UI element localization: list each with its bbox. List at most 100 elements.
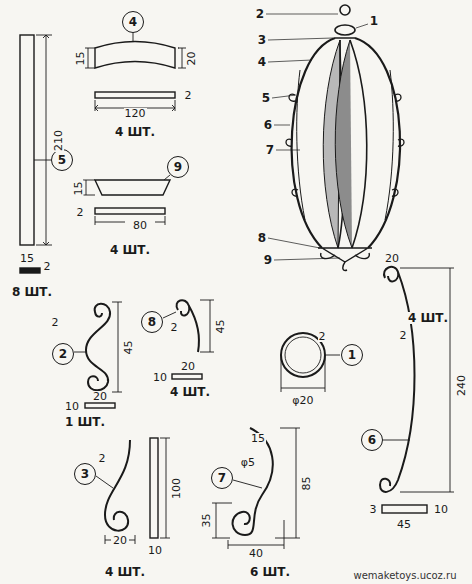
hook-scroll: [177, 300, 199, 352]
section: [382, 505, 427, 513]
callout-circle: 9: [167, 156, 189, 178]
callout-number: 1: [348, 349, 356, 361]
leader-line: [233, 480, 262, 488]
dimension: 45: [123, 339, 134, 355]
callout-number: 6: [368, 434, 376, 446]
leader-line: [383, 440, 410, 441]
scroll: [233, 428, 273, 535]
dimension: 2: [318, 331, 327, 342]
callout-number: 1: [369, 15, 379, 27]
dimension: 80: [132, 220, 148, 231]
dimension: 2: [51, 317, 60, 328]
dimension-line: [400, 268, 454, 492]
dimension-line: [95, 216, 165, 225]
dimension: 2: [76, 207, 85, 218]
dimension: 10: [433, 504, 449, 515]
quantity-label: 4 ШТ.: [169, 386, 211, 398]
callout-circle: 7: [211, 467, 233, 489]
dimension-line: [212, 503, 232, 538]
dimension: 10: [64, 401, 80, 412]
dimension: φ20: [291, 395, 314, 406]
callout-number: 7: [218, 472, 226, 484]
dimension-line: [112, 302, 122, 392]
ring: [285, 337, 321, 373]
dimension: 45: [215, 318, 226, 334]
callout-circle: 5: [51, 149, 73, 171]
leader-line: [96, 476, 113, 488]
callout-number: 6: [263, 119, 273, 131]
long-scroll: [380, 267, 415, 492]
dimension-line: [85, 48, 186, 68]
quantity-label: 4 ШТ.: [114, 126, 156, 138]
plate-view: [95, 208, 165, 214]
leader-line: [133, 33, 134, 41]
callout-number: 5: [261, 92, 271, 104]
callout-number: 8: [257, 232, 267, 244]
callout-circle: 4: [122, 11, 144, 33]
dimension: 15: [73, 180, 84, 196]
callout-number: 9: [174, 161, 182, 173]
dimension: 100: [171, 477, 182, 500]
dimension: 40: [248, 548, 264, 559]
arc-plate: [95, 42, 175, 69]
dimension-line: [281, 355, 325, 392]
callout-circle: 8: [141, 311, 163, 333]
dimension: 120: [124, 108, 147, 119]
quantity-label: 4 ШТ.: [104, 566, 146, 578]
section: [85, 403, 115, 408]
leader-line: [34, 160, 51, 161]
s-scroll: [86, 304, 110, 391]
strip-part: [20, 35, 34, 245]
quantity-label: 6 ШТ.: [249, 566, 291, 578]
dimension: 210: [53, 129, 64, 152]
callout-circle: 6: [361, 429, 383, 451]
lantern-assembly: [266, 5, 404, 271]
dimension: φ5: [240, 457, 256, 468]
dimension: 240: [456, 374, 467, 397]
dimension: 20: [180, 361, 196, 372]
callout-number: 3: [81, 468, 89, 480]
dimension: 45: [396, 519, 412, 530]
callout-number: 7: [265, 144, 275, 156]
plate-view: [95, 92, 175, 98]
dimension: 2: [98, 453, 107, 464]
section: [20, 268, 40, 273]
leader-line: [326, 355, 340, 356]
callout-number: 2: [59, 348, 67, 360]
quantity-label: 4 ШТ.: [109, 244, 151, 256]
leader-line: [74, 352, 86, 353]
dimension-line: [83, 180, 95, 195]
dimension-line: [228, 520, 284, 549]
dimension: 15: [19, 253, 35, 264]
dimension: 85: [301, 475, 312, 491]
watermark: wemaketoys.ucoz.ru: [353, 571, 458, 581]
strip-view: [150, 438, 158, 538]
dimension: 10: [147, 545, 163, 556]
dimension: 20: [384, 253, 400, 264]
callout-circle: 1: [341, 344, 363, 366]
section: [172, 374, 202, 379]
callout-number: 9: [263, 254, 273, 266]
dimension: 15: [75, 50, 86, 66]
dimension-line: [275, 428, 300, 538]
callout-circle: 3: [74, 463, 96, 485]
dimension-line: [160, 438, 170, 538]
dimension: 2: [43, 261, 52, 272]
leader-line: [163, 312, 176, 318]
dimension: 2: [399, 330, 408, 341]
dimension: 3: [369, 504, 378, 515]
dimension: 20: [92, 391, 108, 402]
dimension-line: [36, 35, 52, 245]
callout-number: 3: [257, 34, 267, 46]
quantity-label: 4 ШТ.: [407, 312, 449, 324]
plate: [95, 180, 170, 195]
dimension: 15: [250, 433, 266, 444]
callout-number: 4: [129, 16, 137, 28]
quantity-label: 1 ШТ.: [64, 416, 106, 428]
dimension: 2: [184, 90, 193, 101]
callout-number: 8: [148, 316, 156, 328]
dimension: 2: [170, 322, 179, 333]
